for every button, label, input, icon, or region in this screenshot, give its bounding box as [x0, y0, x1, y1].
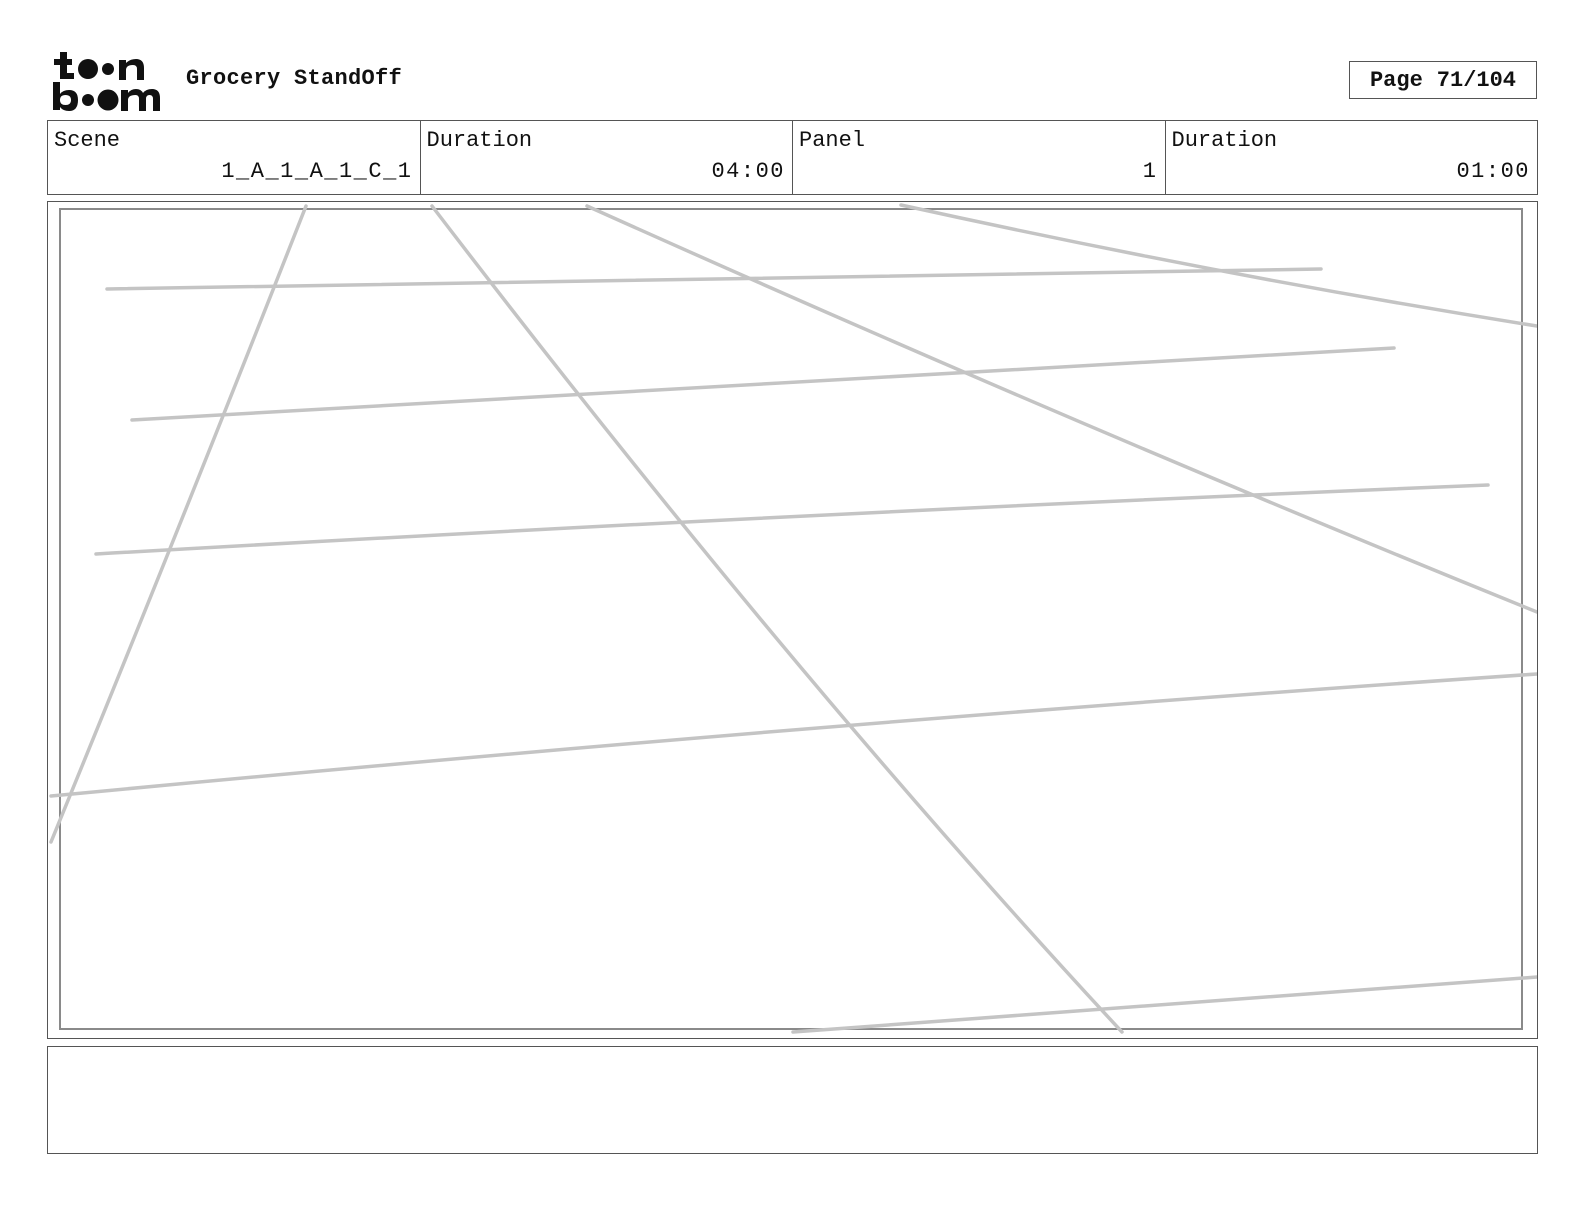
- camera-safe-frame: [59, 208, 1523, 1030]
- project-title: Grocery StandOff: [186, 66, 403, 91]
- scene-label: Scene: [54, 128, 121, 153]
- toon-boom-logo-icon: [53, 52, 160, 111]
- sketch-line: [105, 267, 1323, 291]
- storyboard-panel: [47, 201, 1538, 1039]
- sketch-line: [49, 672, 1537, 798]
- panel-duration-value: 01:00: [1456, 159, 1530, 184]
- panel-duration-label: Duration: [1171, 128, 1278, 153]
- panel-duration-cell: Duration 01:00: [1166, 121, 1538, 194]
- sketch-line: [49, 204, 308, 844]
- panel-sketch: [49, 203, 1537, 1034]
- scene-duration-cell: Duration 04:00: [421, 121, 793, 194]
- panel-cell: Panel 1: [793, 121, 1166, 194]
- scene-duration-label: Duration: [426, 128, 533, 153]
- scene-value: 1_A_1_A_1_C_1: [221, 159, 413, 184]
- page-number: 71/104: [1436, 67, 1517, 93]
- sketch-line: [94, 483, 1490, 556]
- scene-cell: Scene 1_A_1_A_1_C_1: [48, 121, 421, 194]
- sketch-line: [130, 346, 1396, 422]
- sketch-line: [899, 203, 1537, 328]
- sketch-line: [791, 975, 1537, 1034]
- panel-value: 1: [1142, 159, 1158, 184]
- sketch-line: [430, 204, 1124, 1034]
- panel-info-row: Scene 1_A_1_A_1_C_1 Duration 04:00 Panel…: [47, 120, 1538, 195]
- page-label: Page: [1369, 67, 1423, 93]
- panel-label: Panel: [799, 128, 866, 153]
- page-indicator: Page 71/104: [1349, 61, 1537, 99]
- scene-duration-value: 04:00: [711, 159, 785, 184]
- sketch-line: [585, 204, 1537, 614]
- panel-notes-box: [47, 1046, 1538, 1154]
